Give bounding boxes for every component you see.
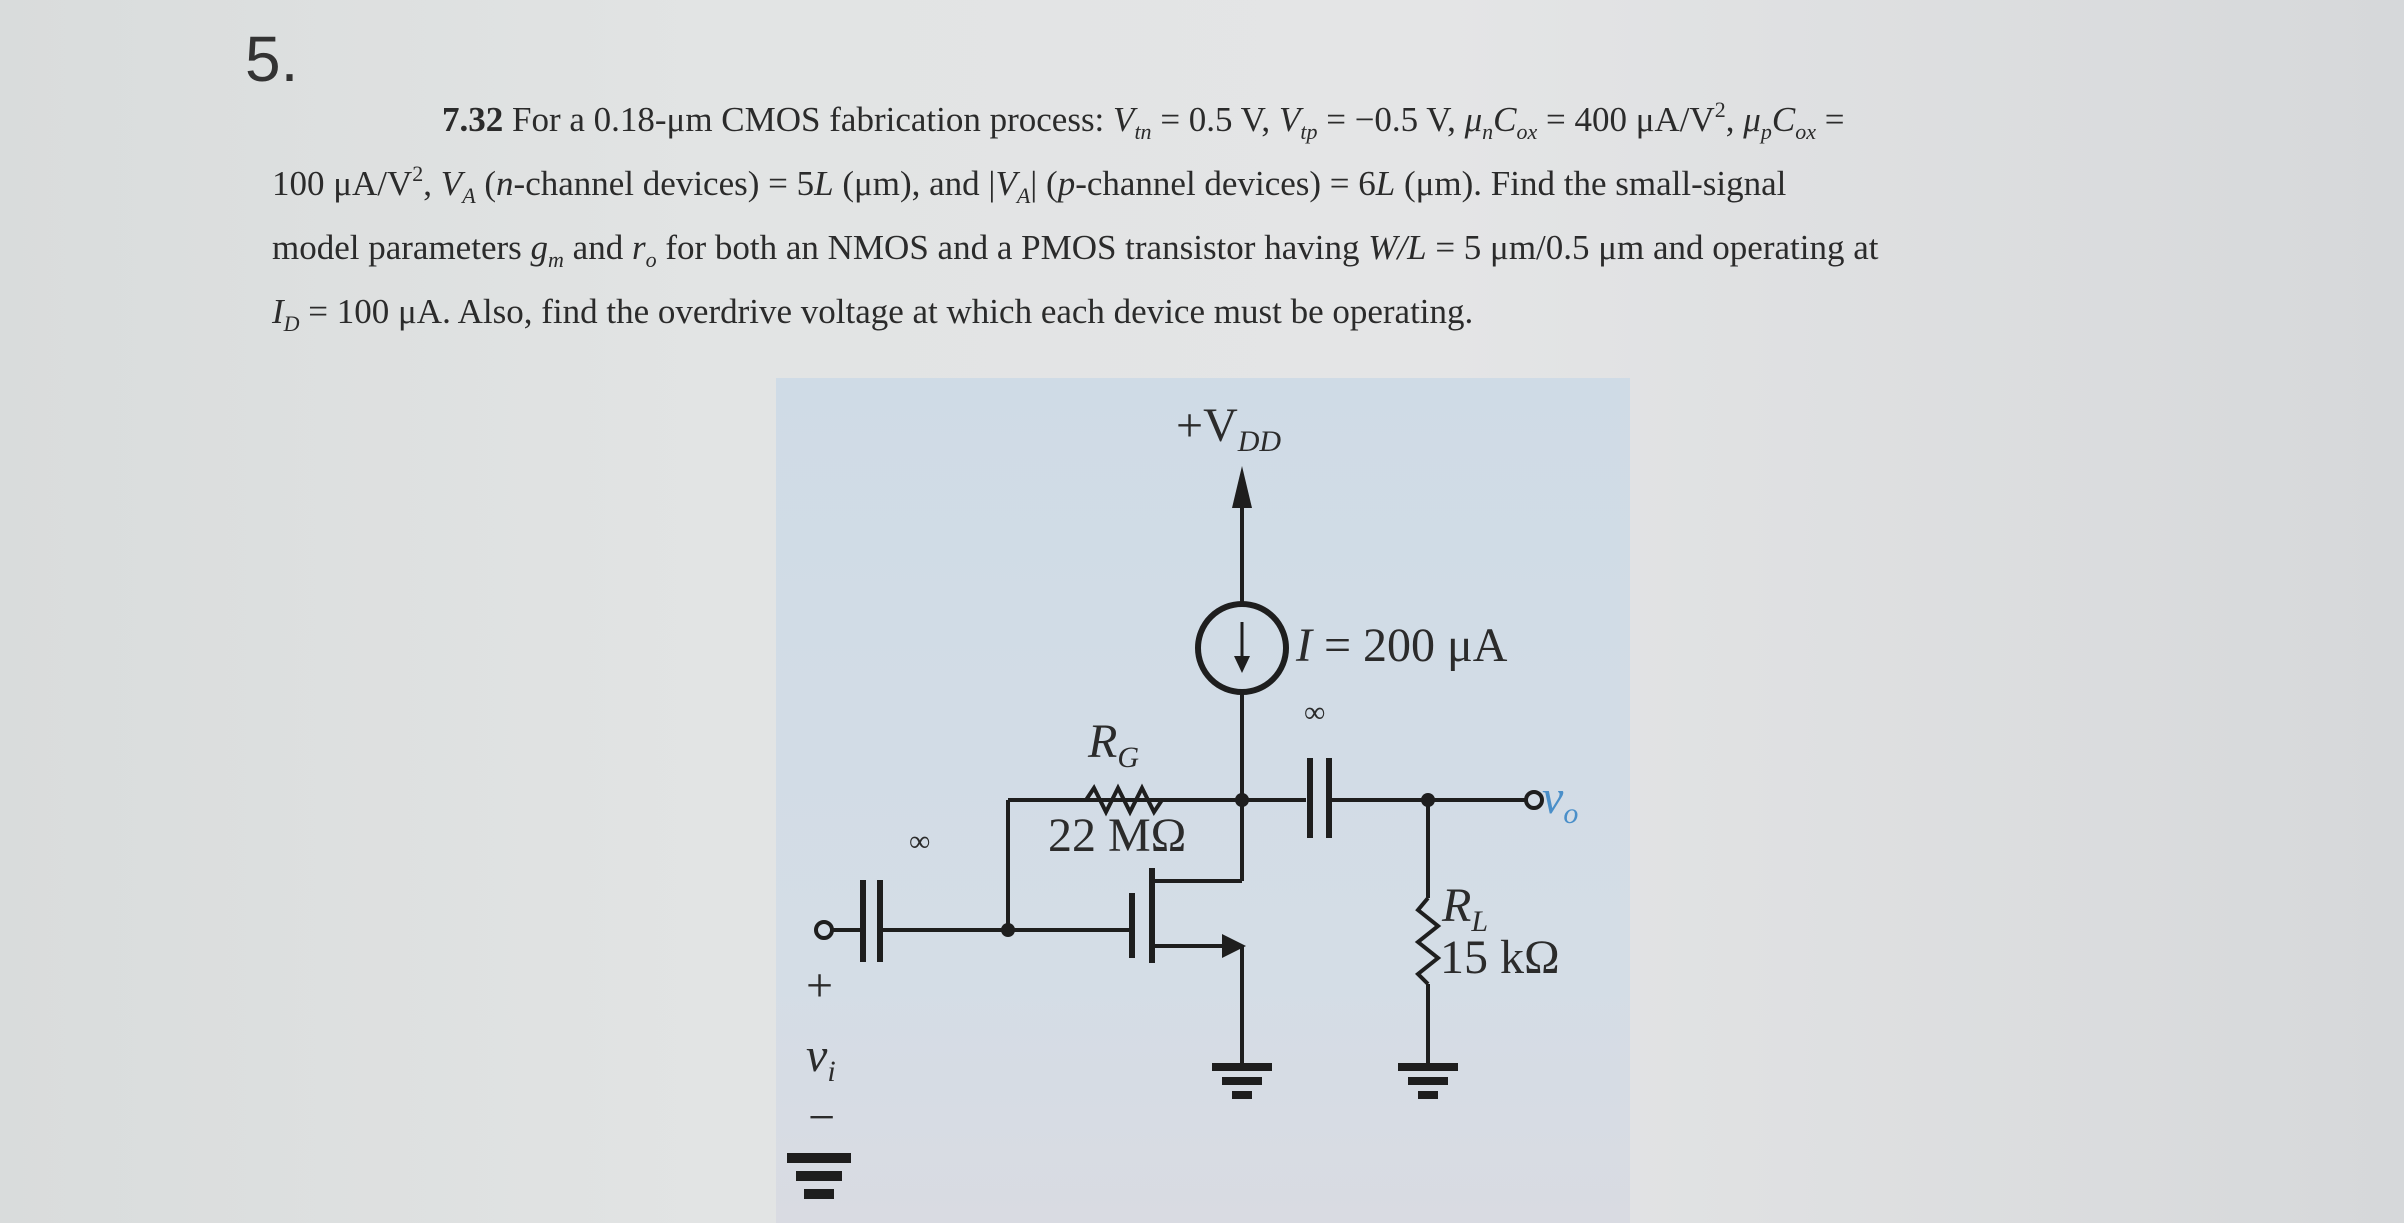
symbol: R bbox=[1442, 879, 1472, 932]
subscript: i bbox=[827, 1055, 836, 1088]
text: = 100 μA. Also, find the overdrive volta… bbox=[299, 292, 1474, 331]
symbol: v bbox=[1542, 771, 1564, 824]
circuit-schematic bbox=[787, 466, 1544, 1199]
text: ( bbox=[475, 164, 497, 203]
subscript: o bbox=[1563, 797, 1579, 830]
subscript: n bbox=[1482, 119, 1494, 144]
text: +V bbox=[1176, 399, 1238, 452]
ground-icon bbox=[1212, 1063, 1272, 1099]
subscript: tp bbox=[1300, 119, 1318, 144]
problem-statement: 7.32 For a 0.18-μm CMOS fabrication proc… bbox=[272, 88, 2122, 344]
text: = 200 μA bbox=[1311, 619, 1508, 672]
problem-line-4: ID = 100 μA. Also, find the overdrive vo… bbox=[272, 280, 2122, 344]
ground-icon bbox=[787, 1153, 851, 1199]
subscript: ox bbox=[1516, 119, 1538, 144]
symbol: L bbox=[814, 164, 834, 203]
rg-resistor-icon bbox=[1008, 783, 1164, 817]
rg-label: RG bbox=[1088, 714, 1139, 775]
subscript: D bbox=[283, 311, 300, 336]
vdd-arrow-icon bbox=[1232, 466, 1252, 508]
input-terminal bbox=[814, 920, 834, 940]
text: = −0.5 V, bbox=[1317, 100, 1465, 139]
subscript: L bbox=[1471, 905, 1489, 938]
output-terminal bbox=[1524, 790, 1544, 810]
superscript: 2 bbox=[1714, 97, 1726, 122]
input-cap-infinity-label: ∞ bbox=[909, 825, 931, 858]
rl-value: 15 kΩ bbox=[1440, 931, 1560, 984]
subscript: o bbox=[645, 247, 657, 272]
rl-resistor-icon bbox=[1414, 896, 1442, 986]
problem-line-3: model parameters gm and ro for both an N… bbox=[272, 216, 2122, 280]
output-voltage-label: vo bbox=[1542, 770, 1578, 831]
symbol: C bbox=[1493, 100, 1517, 139]
text: for both an NMOS and a PMOS transistor h… bbox=[656, 228, 1369, 267]
text: = bbox=[1816, 100, 1845, 139]
circuit-figure: +VDD I = 200 μA ∞ RG 22 MΩ ∞ vo RL 15 kΩ… bbox=[776, 378, 1630, 1223]
junction-dot bbox=[1421, 793, 1435, 807]
vdd-label: +VDD bbox=[1176, 398, 1281, 459]
subscript: p bbox=[1760, 119, 1772, 144]
text: (μm). Find the small-signal bbox=[1395, 164, 1787, 203]
text: (μm), and | bbox=[833, 164, 996, 203]
symbol: W/L bbox=[1368, 228, 1427, 267]
symbol: μ bbox=[1743, 100, 1761, 139]
junction-dot bbox=[1001, 923, 1015, 937]
subscript: ox bbox=[1795, 119, 1816, 144]
current-source-label: I = 200 μA bbox=[1296, 618, 1507, 673]
output-cap-infinity-label: ∞ bbox=[1304, 696, 1326, 729]
input-plus-sign: + bbox=[806, 959, 834, 1012]
rl-label: RL bbox=[1442, 878, 1488, 939]
problem-id: 7.32 bbox=[442, 100, 504, 139]
subscript: A bbox=[462, 183, 476, 208]
input-minus-sign: − bbox=[808, 1091, 836, 1144]
symbol: L bbox=[1375, 164, 1396, 203]
text: 100 μA/V bbox=[272, 164, 413, 203]
symbol: R bbox=[1088, 715, 1118, 768]
symbol: v bbox=[806, 1029, 828, 1082]
text: -channel devices) = 5 bbox=[513, 164, 815, 203]
symbol: I bbox=[272, 292, 284, 331]
subscript: G bbox=[1117, 741, 1139, 774]
text: = 5 μm/0.5 μm and operating at bbox=[1426, 228, 1879, 267]
text: For a 0.18-μm CMOS fabrication process: bbox=[512, 100, 1114, 139]
input-voltage-label: vi bbox=[806, 1028, 836, 1089]
symbol: μ bbox=[1464, 100, 1483, 139]
symbol: n bbox=[496, 164, 514, 203]
symbol: V bbox=[995, 164, 1017, 203]
text: -channel devices) = 6 bbox=[1075, 164, 1376, 203]
symbol: V bbox=[1278, 100, 1301, 139]
text: , bbox=[423, 164, 441, 203]
problem-line-2: 100 μA/V2, VA (n-channel devices) = 5L (… bbox=[272, 152, 2122, 216]
current-direction-icon bbox=[1234, 656, 1250, 673]
symbol: I bbox=[1296, 619, 1312, 672]
junction-dot bbox=[1235, 793, 1249, 807]
problem-line-1: 7.32 For a 0.18-μm CMOS fabrication proc… bbox=[442, 97, 1845, 144]
symbol: V bbox=[440, 164, 463, 203]
text: = 400 μA/V bbox=[1537, 100, 1715, 139]
text: | ( bbox=[1030, 164, 1058, 203]
rg-value: 22 MΩ bbox=[1048, 809, 1187, 862]
text: model parameters bbox=[272, 228, 531, 267]
question-number: 5. bbox=[245, 23, 299, 95]
subscript: A bbox=[1016, 183, 1031, 208]
subscript: tn bbox=[1134, 119, 1152, 144]
symbol: p bbox=[1057, 164, 1076, 203]
superscript: 2 bbox=[412, 161, 424, 186]
text: and bbox=[563, 228, 632, 267]
source-arrow-icon bbox=[1222, 934, 1246, 958]
symbol: g bbox=[530, 228, 549, 267]
symbol: V bbox=[1113, 100, 1135, 139]
symbol: r bbox=[631, 228, 646, 267]
symbol: C bbox=[1771, 100, 1796, 139]
subscript: DD bbox=[1237, 425, 1282, 458]
subscript: m bbox=[548, 247, 564, 272]
ground-icon bbox=[1398, 1063, 1458, 1099]
text: = 0.5 V, bbox=[1151, 100, 1279, 139]
